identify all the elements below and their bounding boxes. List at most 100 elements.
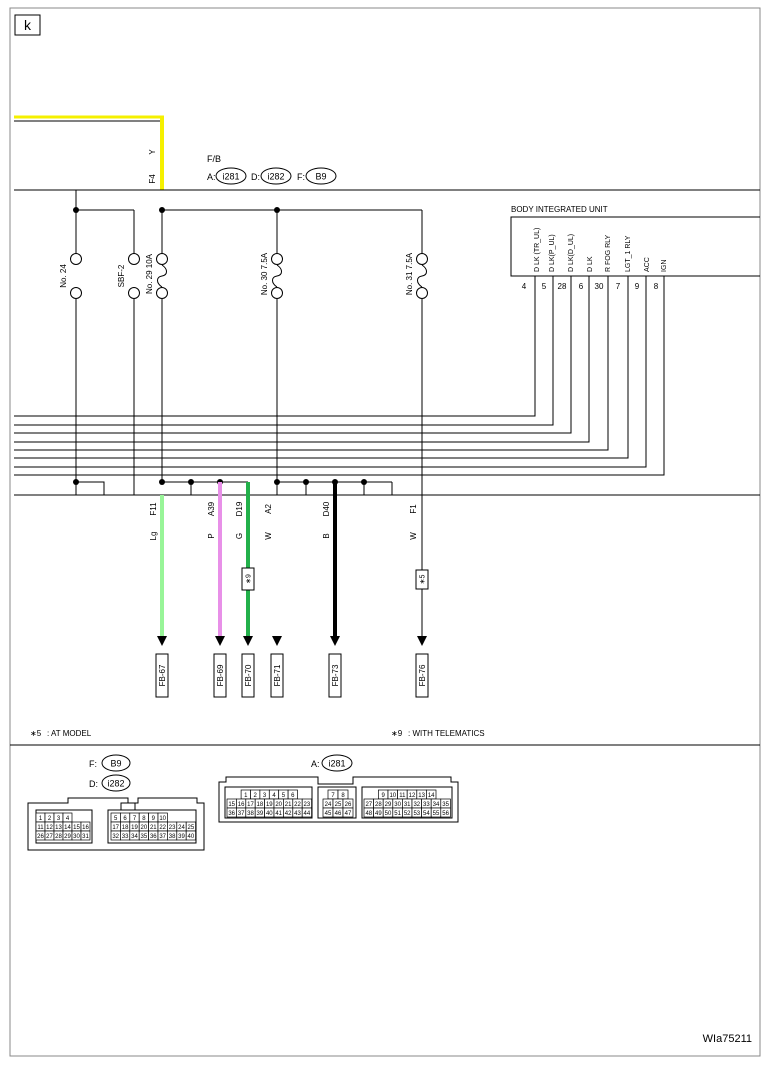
pin-number-label: 31 — [404, 802, 411, 808]
legend-text: : AT MODEL — [47, 729, 92, 738]
pin-number-label: 50 — [385, 811, 392, 817]
dest-box — [270, 653, 284, 698]
pin-number-label: 37 — [159, 834, 166, 840]
pin-number-label: 27 — [365, 802, 372, 808]
pin-number-label: 54 — [423, 811, 430, 817]
body-unit-title: BODY INTEGRATED UNIT — [511, 205, 608, 214]
output-color: Lg — [149, 532, 158, 541]
pin-number-label: 7 — [133, 816, 137, 822]
pin-number-label: 37 — [238, 811, 245, 817]
pin-number: 9 — [635, 282, 640, 291]
pin-number-label: 26 — [345, 802, 352, 808]
pin-number: 4 — [522, 282, 527, 291]
note-box-5 — [415, 569, 429, 590]
sbf2-terminal-top — [128, 253, 140, 265]
pin-signal: ACC — [644, 257, 651, 272]
pin-number-label: 6 — [123, 816, 127, 822]
pin-cell — [301, 807, 312, 818]
pin-number-label: 13 — [55, 825, 62, 831]
page-tag-box — [14, 14, 41, 36]
pin-number-label: 36 — [150, 834, 157, 840]
fuse24-label: No. 24 — [59, 264, 68, 288]
yellow-wire-terminal: F4 — [148, 174, 157, 184]
pin-number-label: 15 — [228, 802, 235, 808]
pin-number-label: 29 — [64, 834, 71, 840]
bottom-bus — [76, 481, 393, 495]
pin-number-label: 5 — [282, 793, 286, 799]
pin-number-label: 18 — [257, 802, 264, 808]
figure-id: WIa75211 — [703, 1033, 752, 1045]
fuse31-terminal-bottom — [416, 287, 428, 299]
arrow-down-icon — [272, 636, 282, 646]
fb-conn-prefix-f: F: — [297, 172, 305, 182]
pin-number-label: 24 — [178, 825, 185, 831]
pin-number-label: 23 — [169, 825, 176, 831]
pin-number-label: 22 — [159, 825, 166, 831]
pin-number-label: 31 — [82, 834, 89, 840]
pin-number-label: 45 — [325, 811, 332, 817]
dest-label: FB-67 — [158, 664, 167, 686]
arrow-down-icon — [215, 636, 225, 646]
note-label: ∗9 — [246, 574, 253, 584]
output-terminal: F1 — [409, 504, 418, 514]
pin-number-label: 28 — [375, 802, 382, 808]
pin-number-label: 8 — [142, 816, 146, 822]
fuse24-terminal-bottom — [70, 287, 82, 299]
pin-number-label: 32 — [413, 802, 420, 808]
output-terminal: A2 — [264, 504, 273, 514]
fuse30-terminal-bottom — [271, 287, 283, 299]
fuse30-terminal-top — [271, 253, 283, 265]
fuse29-terminal-top — [156, 253, 168, 265]
pin-number-label: 48 — [365, 811, 372, 817]
output-color: W — [264, 532, 273, 540]
dest-box — [241, 653, 255, 698]
pin-number: 8 — [654, 282, 659, 291]
pin-number-label: 15 — [73, 825, 80, 831]
pin-signal: LGT_1 RLY — [625, 235, 632, 272]
fuse31-label: No. 31 7.5A — [405, 252, 414, 295]
output-color: B — [322, 533, 331, 538]
conn-label-id: i282 — [107, 779, 124, 789]
pin-number-label: 55 — [433, 811, 440, 817]
dest-box — [155, 653, 169, 698]
junction-dot — [303, 479, 309, 485]
pin-number-label: 34 — [433, 802, 440, 808]
conn-label-prefix: D: — [89, 779, 98, 789]
fuse29-label: No. 29 10A — [145, 253, 154, 294]
pin-number-label: 19 — [266, 802, 273, 808]
pin-number-label: 36 — [228, 811, 235, 817]
pin-signal: IGN — [661, 260, 668, 272]
pin-number-label: 38 — [247, 811, 254, 817]
page-frame — [9, 7, 761, 1057]
legend-mark: ∗9 — [391, 729, 403, 738]
pin-number: 28 — [558, 282, 567, 291]
pin-number: 6 — [579, 282, 584, 291]
pin-number-label: 12 — [46, 825, 53, 831]
pin-cell — [440, 807, 451, 818]
sbf2-terminal-bottom — [128, 287, 140, 299]
pin-number-label: 17 — [247, 802, 254, 808]
pin-number-label: 25 — [335, 802, 342, 808]
fb-conn-oval-f — [305, 167, 337, 185]
pin-number-label: 33 — [423, 802, 430, 808]
pin-number-label: 4 — [66, 816, 70, 822]
dest-label: FB-76 — [418, 664, 427, 686]
pin-number-label: 1 — [244, 793, 248, 799]
pin-number-label: 26 — [37, 834, 44, 840]
pin-number-label: 28 — [55, 834, 62, 840]
body-unit-pins: D LK (TR_UL) D LK(P_UL) D LK(D_UL) D LK … — [522, 228, 668, 291]
fb-conn-oval-a — [215, 167, 247, 185]
fuse29-element — [157, 264, 167, 288]
pin-number-label: 30 — [73, 834, 80, 840]
pin-number-label: 21 — [150, 825, 157, 831]
fuse-box-label: F/B — [207, 154, 221, 164]
note-label: ∗5 — [420, 575, 427, 585]
pin-number-label: 18 — [122, 825, 129, 831]
body-unit-box — [510, 216, 760, 277]
pin-number-label: 47 — [345, 811, 352, 817]
pin-number-label: 56 — [442, 811, 449, 817]
output-color: P — [207, 533, 216, 538]
conn-label-prefix: A: — [311, 759, 320, 769]
pin-number-label: 40 — [188, 834, 195, 840]
